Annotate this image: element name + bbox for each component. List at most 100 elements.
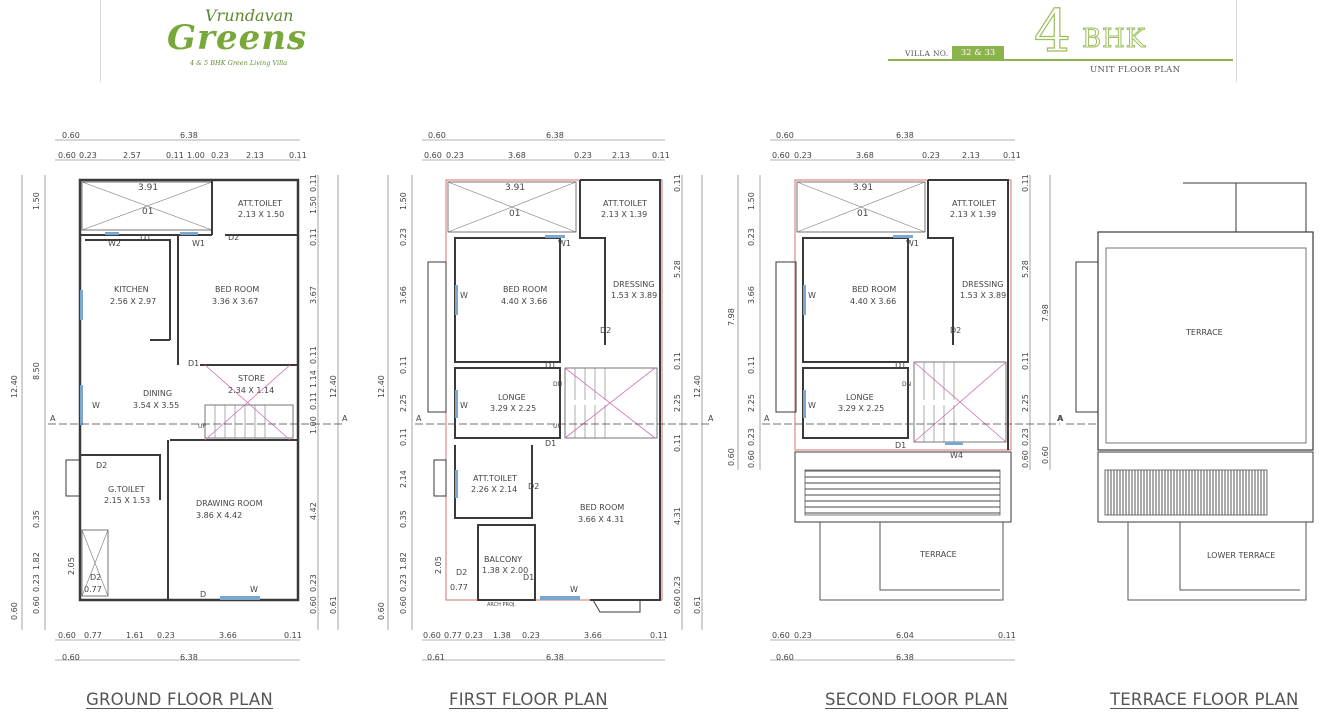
room-name: BED ROOM bbox=[580, 503, 624, 512]
dim-label: 0.11 bbox=[998, 631, 1016, 640]
room-size: 2.13 X 1.50 bbox=[238, 210, 284, 219]
second-floor-plan: 0.60 6.38 0.60 0.23 3.68 0.23 2.13 0.11 … bbox=[727, 131, 1063, 662]
dim-label: 0.23 bbox=[522, 631, 540, 640]
room-size: 3.86 X 4.42 bbox=[196, 511, 242, 520]
room-size: 1.53 X 3.89 bbox=[611, 291, 657, 300]
dim-label: 2.13 bbox=[246, 151, 264, 160]
room-size: 2.56 X 2.97 bbox=[110, 297, 156, 306]
room-size: 2.26 X 2.14 bbox=[471, 485, 517, 494]
dim-label: 6.38 bbox=[546, 131, 564, 140]
terrace-floor-plan: A TERRACE LOWER TERRACE bbox=[1058, 182, 1314, 601]
room-size: 4.40 X 3.66 bbox=[850, 297, 896, 306]
room-name: ATT.TOILET bbox=[473, 474, 517, 483]
dim-label: 0.77 bbox=[450, 583, 468, 592]
door-label: D bbox=[200, 590, 206, 599]
dim-label: 0.23 bbox=[747, 228, 756, 246]
dim-label: 0.11 bbox=[747, 356, 756, 374]
window-label: W bbox=[250, 585, 258, 594]
dim-label: 0.23 bbox=[465, 631, 483, 640]
stair-label: UP bbox=[198, 423, 206, 430]
dim-label: 0.23 bbox=[794, 631, 812, 640]
dim-label: 0.60 bbox=[58, 151, 76, 160]
dim-label: 0.11 bbox=[650, 631, 668, 640]
room-size: 2.13 X 1.39 bbox=[601, 210, 647, 219]
dim-label: 5.28 bbox=[673, 260, 682, 278]
dim-label: 0.23 bbox=[794, 151, 812, 160]
window-label: W1 bbox=[558, 239, 571, 248]
header-divider bbox=[100, 0, 101, 82]
dim-label: 7.98 bbox=[1041, 304, 1050, 322]
dim-label: 1.61 bbox=[126, 631, 144, 640]
room-size: 3.29 X 2.25 bbox=[490, 404, 536, 413]
section-marker: A bbox=[342, 414, 348, 423]
dim-label: 2.25 bbox=[747, 394, 756, 412]
brand-logo: Greens bbox=[167, 18, 308, 58]
dim-label: 0.60 bbox=[673, 596, 682, 614]
dim-label: 0.60 bbox=[747, 450, 756, 468]
dim-label: 0.11 bbox=[309, 392, 318, 410]
dim-label: 0.60 bbox=[10, 602, 19, 620]
ground-floor-title: GROUND FLOOR PLAN bbox=[86, 690, 273, 709]
window-label: W bbox=[808, 291, 816, 300]
room-name: BED ROOM bbox=[215, 285, 259, 294]
dim-label: 12.40 bbox=[377, 375, 386, 398]
room-size: 2.15 X 1.53 bbox=[104, 496, 150, 505]
door-label: D1 bbox=[895, 361, 906, 370]
door-label: 01 bbox=[142, 207, 153, 217]
dim-label: 1.82 bbox=[32, 552, 41, 570]
dim-label: 0.60 bbox=[377, 602, 386, 620]
door-label: D1 bbox=[545, 361, 556, 370]
dim-label: 0.11 bbox=[309, 228, 318, 246]
dim-label: 0.23 bbox=[79, 151, 97, 160]
dim-label: 6.04 bbox=[896, 631, 914, 640]
dim-label: 0.23 bbox=[309, 574, 318, 592]
room-name: BED ROOM bbox=[503, 285, 547, 294]
door-label: D2 bbox=[96, 461, 107, 470]
dim-label: 7.98 bbox=[727, 308, 736, 326]
room-name: STORE bbox=[238, 374, 265, 383]
villa-label: VILLA NO. bbox=[905, 49, 949, 58]
dim-label: 0.61 bbox=[693, 596, 702, 614]
door-label: 01 bbox=[509, 209, 520, 219]
dim-label: 12.40 bbox=[10, 375, 19, 398]
dim-label: 0.60 bbox=[58, 631, 76, 640]
door-label: D2 bbox=[90, 573, 101, 582]
dim-label: 0.11 bbox=[1021, 174, 1030, 192]
dim-label: 0.23 bbox=[211, 151, 229, 160]
dim-label: 1.50 bbox=[747, 192, 756, 210]
door-label: D2 bbox=[528, 482, 539, 491]
dim-label: 0.23 bbox=[399, 574, 408, 592]
window-label: W1 bbox=[192, 239, 205, 248]
dim-label: 0.11 bbox=[673, 352, 682, 370]
room-name: ATT.TOILET bbox=[238, 199, 282, 208]
dim-label: 0.11 bbox=[399, 428, 408, 446]
dim-label: 4.31 bbox=[673, 507, 682, 525]
room-name: DRAWING ROOM bbox=[196, 499, 263, 508]
dim-label: 12.40 bbox=[329, 375, 338, 398]
dim-label: 1.00 bbox=[187, 151, 205, 160]
dim-label: 1.00 bbox=[309, 416, 318, 434]
window-label: W4 bbox=[950, 451, 963, 460]
dim-label: 3.91 bbox=[138, 183, 158, 193]
room-size: 1.53 X 3.89 bbox=[960, 291, 1006, 300]
dim-label: 0.60 bbox=[62, 131, 80, 140]
window-label: W bbox=[92, 401, 100, 410]
door-label: D1 bbox=[545, 439, 556, 448]
first-floor-title: FIRST FLOOR PLAN bbox=[449, 690, 608, 709]
dim-label: 0.77 bbox=[444, 631, 462, 640]
terrace-floor-title: TERRACE FLOOR PLAN bbox=[1110, 690, 1299, 709]
section-marker: A bbox=[1058, 414, 1064, 423]
dim-label: 8.50 bbox=[32, 362, 41, 380]
first-floor-plan: 0.60 6.38 0.60 0.23 3.68 0.23 2.13 0.11 … bbox=[377, 131, 714, 662]
dim-label: 0.23 bbox=[157, 631, 175, 640]
door-label: D1 bbox=[895, 441, 906, 450]
room-name: G.TOILET bbox=[108, 485, 145, 494]
dim-label: 0.23 bbox=[747, 428, 756, 446]
dim-label: 6.38 bbox=[896, 653, 914, 662]
dim-label: 0.61 bbox=[329, 596, 338, 614]
dim-label: 3.68 bbox=[508, 151, 526, 160]
door-label: D2 bbox=[600, 326, 611, 335]
dim-label: 0.11 bbox=[673, 434, 682, 452]
villa-number-badge: 32 & 33 bbox=[952, 46, 1004, 60]
dim-label: 0.60 bbox=[776, 131, 794, 140]
